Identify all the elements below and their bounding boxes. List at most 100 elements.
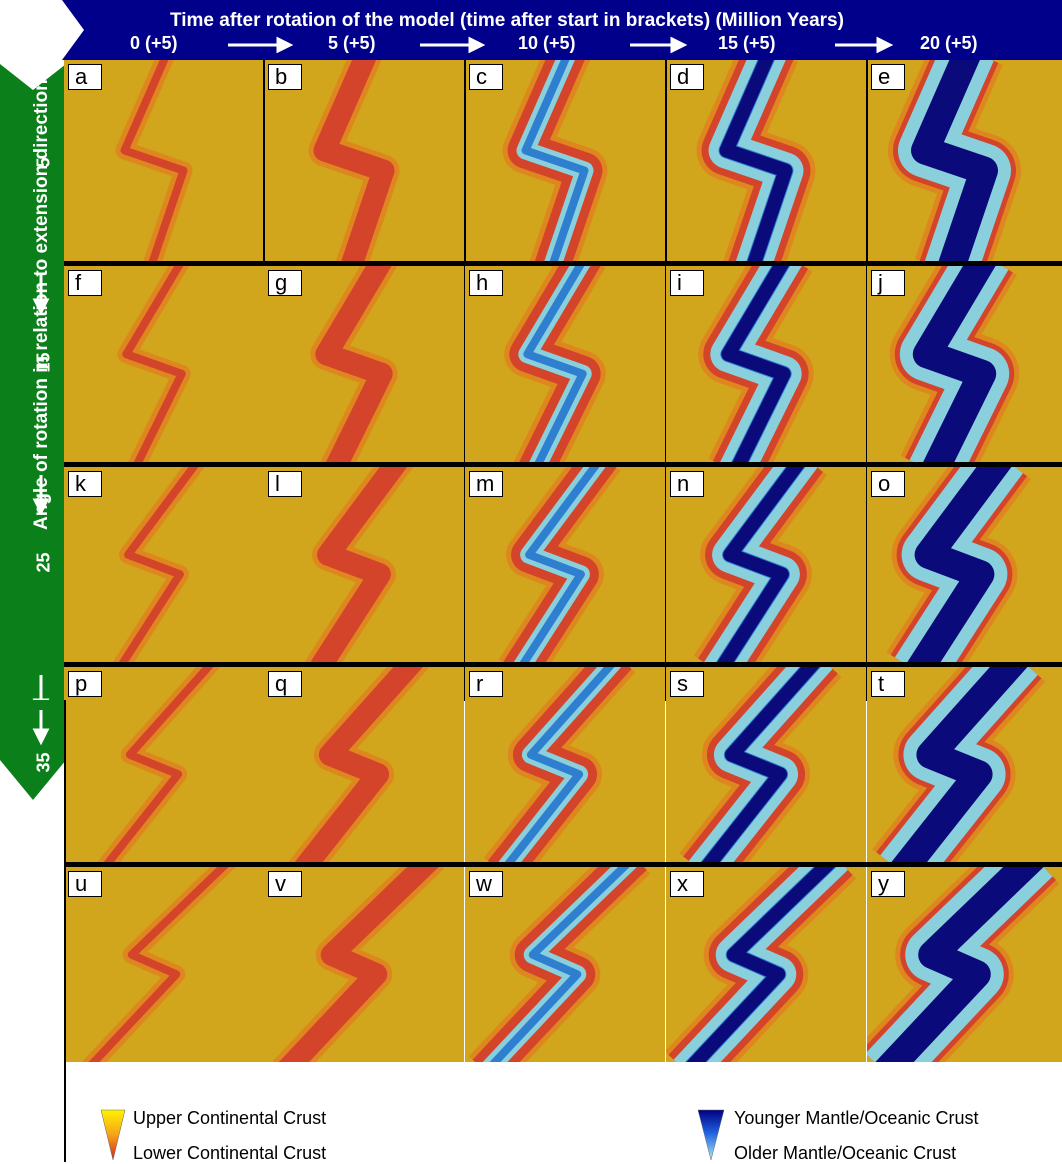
model-panel-u: u [64, 867, 264, 1062]
row-divider [64, 462, 1062, 467]
panel-label-r: r [469, 671, 503, 697]
model-panel-y: y [867, 867, 1062, 1062]
time-arrows [228, 36, 894, 54]
panel-label-s: s [670, 671, 704, 697]
panel-label-u: u [68, 871, 102, 897]
model-panel-e: e [867, 60, 1062, 261]
legend-younger-mantle: Younger Mantle/Oceanic Crust [734, 1108, 979, 1128]
angle-label-25: 25 [33, 552, 54, 573]
time-arrow-icon [468, 36, 486, 54]
time-axis-title: Time after rotation of the model (time a… [170, 10, 844, 31]
rift-model-w [465, 867, 665, 1062]
panel-label-j: j [871, 270, 905, 296]
rift-model-o [867, 467, 1062, 662]
model-panel-t: t [867, 667, 1062, 862]
panel-label-t: t [871, 671, 905, 697]
model-panel-i: i [666, 266, 866, 462]
rift-model-v [264, 867, 464, 1062]
legend-older-mantle: Older Mantle/Oceanic Crust [734, 1143, 957, 1163]
rift-model-d [666, 60, 866, 261]
model-panel-x: x [666, 867, 866, 1062]
time-arrow-icon [276, 36, 294, 54]
row-divider [64, 662, 1062, 667]
time-label-10: 10 (+5) [518, 33, 576, 53]
model-panel-r: r [465, 667, 665, 862]
panel-label-i: i [670, 270, 704, 296]
angle-label-35: 35 [33, 752, 54, 773]
time-axis-banner [62, 0, 1062, 60]
model-panel-a: a [64, 60, 264, 261]
time-label-20: 20 (+5) [920, 33, 978, 53]
rift-model-u [64, 867, 264, 1062]
angle-label-45: 45 [33, 962, 54, 983]
model-panel-m: m [465, 467, 665, 662]
rift-model-b [264, 60, 464, 261]
rift-model-i [666, 266, 866, 462]
model-panel-o: o [867, 467, 1062, 662]
model-panel-q: q [264, 667, 464, 862]
legend-upper-continental-crust: Upper Continental Crust [133, 1108, 327, 1128]
rift-model-c [465, 60, 665, 261]
model-panel-c: c [465, 60, 665, 261]
model-panel-v: v [264, 867, 464, 1062]
panel-label-f: f [68, 270, 102, 296]
rift-model-q [264, 667, 464, 862]
panel-label-b: b [268, 64, 302, 90]
panel-label-y: y [871, 871, 905, 897]
model-panel-l: l [264, 467, 464, 662]
model-panel-b: b [264, 60, 464, 261]
angle-label-15: 15 [33, 352, 54, 373]
model-panel-f: f [64, 266, 264, 462]
angle-label-5: 5 [33, 157, 54, 168]
model-panel-h: h [465, 266, 665, 462]
time-label-5: 5 (+5) [328, 33, 376, 53]
model-panel-p: p [64, 667, 264, 862]
panel-label-m: m [469, 471, 503, 497]
panel-label-k: k [68, 471, 102, 497]
panel-label-w: w [469, 871, 503, 897]
angle-axis-title: Angle of rotation in relation to extensi… [31, 0, 52, 530]
row-divider [64, 261, 1062, 266]
continental-crust-scale-icon [100, 1109, 126, 1161]
model-panel-j: j [867, 266, 1062, 462]
angle-axis-banner-tail [0, 700, 66, 800]
legend-lower-continental-crust: Lower Continental Crust [133, 1143, 327, 1163]
rift-model-g [264, 266, 464, 462]
rift-model-s [666, 667, 866, 862]
model-panel-w: w [465, 867, 665, 1062]
time-arrow-icon [670, 36, 688, 54]
time-label-0: 0 (+5) [130, 33, 178, 53]
rift-model-t [867, 667, 1062, 862]
model-panel-s: s [666, 667, 866, 862]
panel-label-q: q [268, 671, 302, 697]
panel-label-a: a [68, 64, 102, 90]
rift-model-y [867, 867, 1062, 1062]
angle-axis-banner-shape [0, 64, 66, 720]
model-panel-d: d [666, 60, 866, 261]
panel-label-l: l [268, 471, 302, 497]
time-arrow-icon [876, 36, 894, 54]
mantle-scale-icon [697, 1109, 725, 1161]
rift-model-a [64, 60, 264, 261]
time-label-15: 15 (+5) [718, 33, 776, 53]
rift-model-l [264, 467, 464, 662]
model-panel-n: n [666, 467, 866, 662]
panel-label-d: d [670, 64, 704, 90]
rift-model-k [64, 467, 264, 662]
panel-label-o: o [871, 471, 905, 497]
panel-label-e: e [871, 64, 905, 90]
angle-arrow-icon [32, 498, 50, 516]
legend-left-border [64, 700, 66, 1162]
row-divider [64, 862, 1062, 867]
panel-label-p: p [68, 671, 102, 697]
model-panel-k: k [64, 467, 264, 662]
rift-model-e [867, 60, 1062, 261]
rift-model-f [64, 266, 264, 462]
panel-label-h: h [469, 270, 503, 296]
panel-label-v: v [268, 871, 302, 897]
rift-model-j [867, 266, 1062, 462]
panel-label-n: n [670, 471, 704, 497]
rift-model-r [465, 667, 665, 862]
rift-model-x [666, 867, 866, 1062]
panel-label-g: g [268, 270, 302, 296]
